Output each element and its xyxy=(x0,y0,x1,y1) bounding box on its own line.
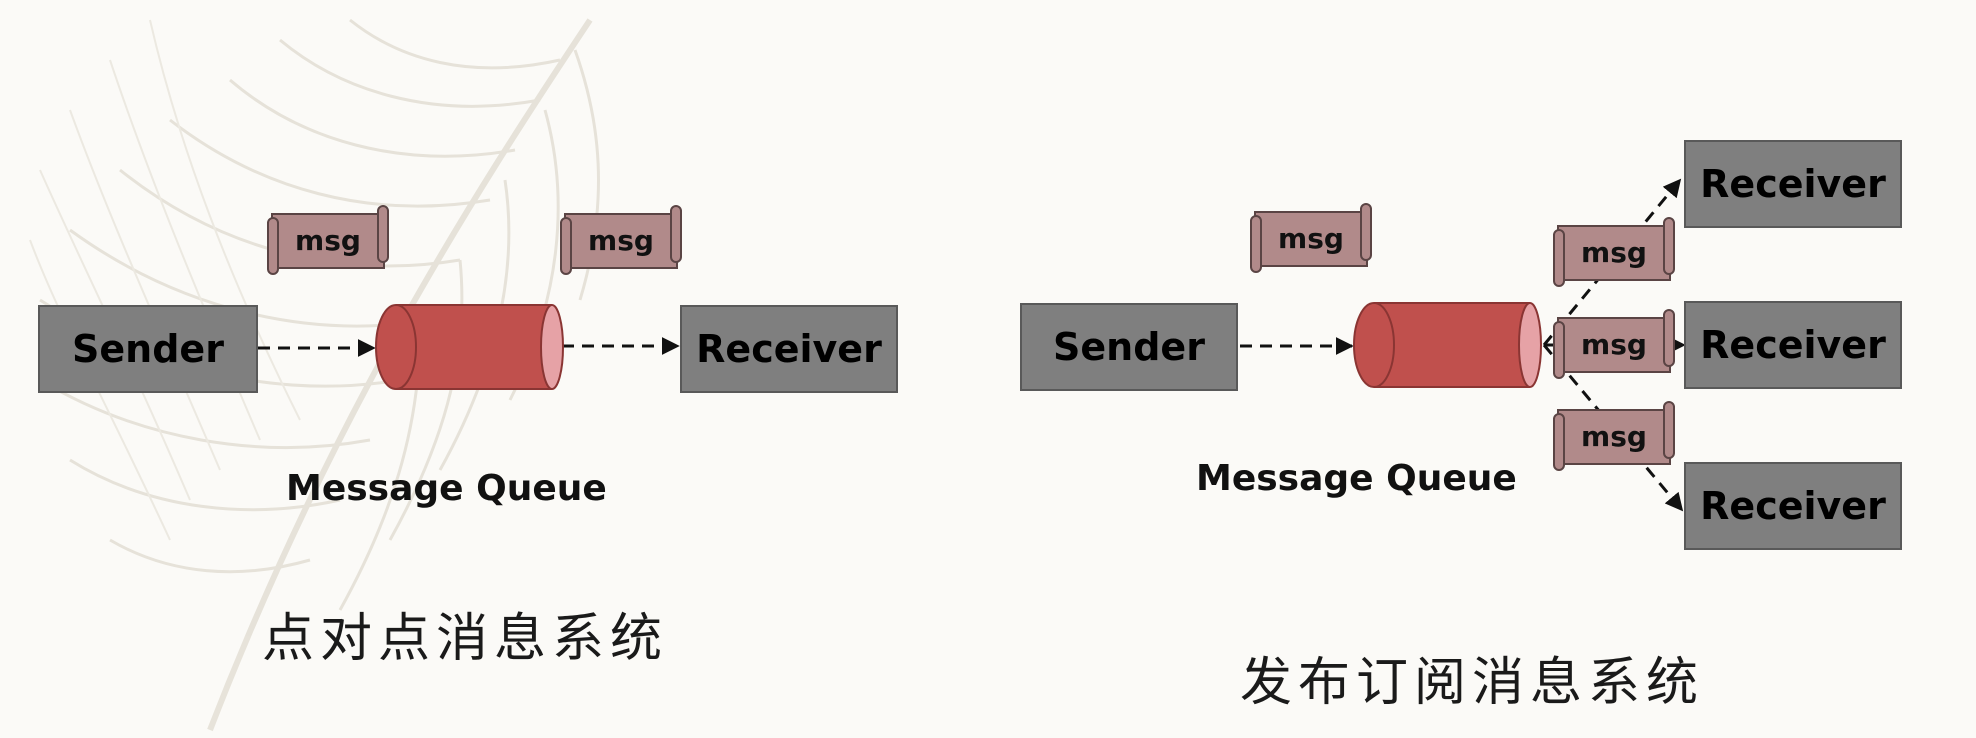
ptp-queue-cylinder xyxy=(375,304,564,390)
ps-msg-scroll-3: msg xyxy=(1553,309,1675,379)
ptp-receiver-box: Receiver xyxy=(680,305,898,393)
ps-msg-label-3: msg xyxy=(1581,328,1647,361)
ps-msg-scroll-2: msg xyxy=(1553,217,1675,287)
ptp-msg-label-1: msg xyxy=(295,224,361,257)
ps-msg-label-1: msg xyxy=(1278,222,1344,255)
ps-msg-label-4: msg xyxy=(1581,420,1647,453)
ps-msg-scroll-4: msg xyxy=(1553,401,1675,471)
ptp-sender-label: Sender xyxy=(72,327,224,371)
ps-receiver-label-1: Receiver xyxy=(1700,162,1886,206)
ps-msg-label-2: msg xyxy=(1581,236,1647,269)
ptp-msg-scroll-2: msg xyxy=(560,205,682,275)
ps-receiver-label-3: Receiver xyxy=(1700,484,1886,528)
ps-receiver-box-1: Receiver xyxy=(1684,140,1902,228)
ps-caption: 发布订阅消息系统 xyxy=(1240,653,1705,713)
ps-sender-box: Sender xyxy=(1020,303,1238,391)
ptp-receiver-label: Receiver xyxy=(696,327,882,371)
ptp-msg-label-2: msg xyxy=(588,224,654,257)
ps-receiver-box-3: Receiver xyxy=(1684,462,1902,550)
ptp-queue-label: Message Queue xyxy=(286,468,607,509)
ps-receiver-box-2: Receiver xyxy=(1684,301,1902,389)
ptp-caption: 点对点消息系统 xyxy=(262,609,669,669)
ps-msg-scroll-1: msg xyxy=(1250,203,1372,273)
ps-queue-label: Message Queue xyxy=(1196,458,1517,499)
ps-queue-cylinder xyxy=(1353,302,1542,388)
ps-sender-label: Sender xyxy=(1053,325,1205,369)
ptp-msg-scroll-1: msg xyxy=(267,205,389,275)
ps-receiver-label-2: Receiver xyxy=(1700,323,1886,367)
ptp-sender-box: Sender xyxy=(38,305,258,393)
